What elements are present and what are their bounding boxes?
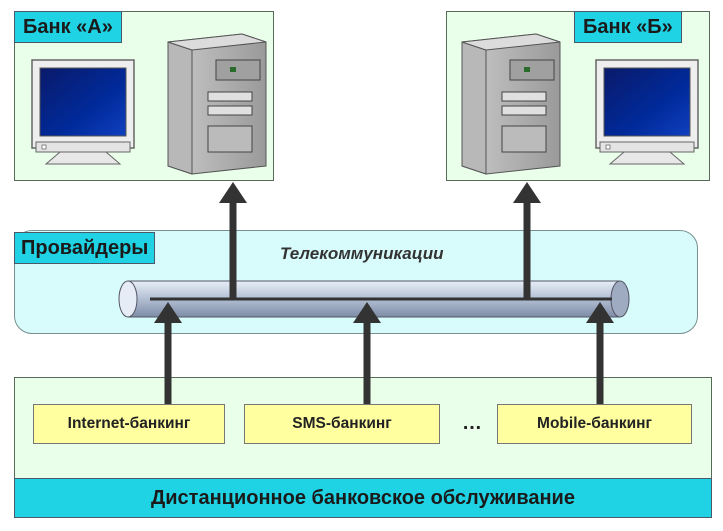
providers-title: Провайдеры xyxy=(14,232,156,264)
telecom-caption: Телекоммуникации xyxy=(280,244,444,263)
more-services-ellipsis: … xyxy=(462,412,482,434)
pipe-icon xyxy=(118,280,630,318)
mobile-banking-box: Mobile-банкинг xyxy=(497,404,692,444)
server-tower-icon xyxy=(167,33,267,175)
monitor-icon xyxy=(31,59,135,165)
internet-banking-box: Internet-банкинг xyxy=(33,404,225,444)
bank-b-title: Банк «Б» xyxy=(574,11,682,43)
server-tower-icon xyxy=(461,33,561,175)
remote-banking-footer: Дистанционное банковское обслуживание xyxy=(14,478,712,518)
sms-banking-box: SMS-банкинг xyxy=(244,404,440,444)
bank-a-title: Банк «А» xyxy=(14,11,122,43)
monitor-icon xyxy=(595,59,699,165)
